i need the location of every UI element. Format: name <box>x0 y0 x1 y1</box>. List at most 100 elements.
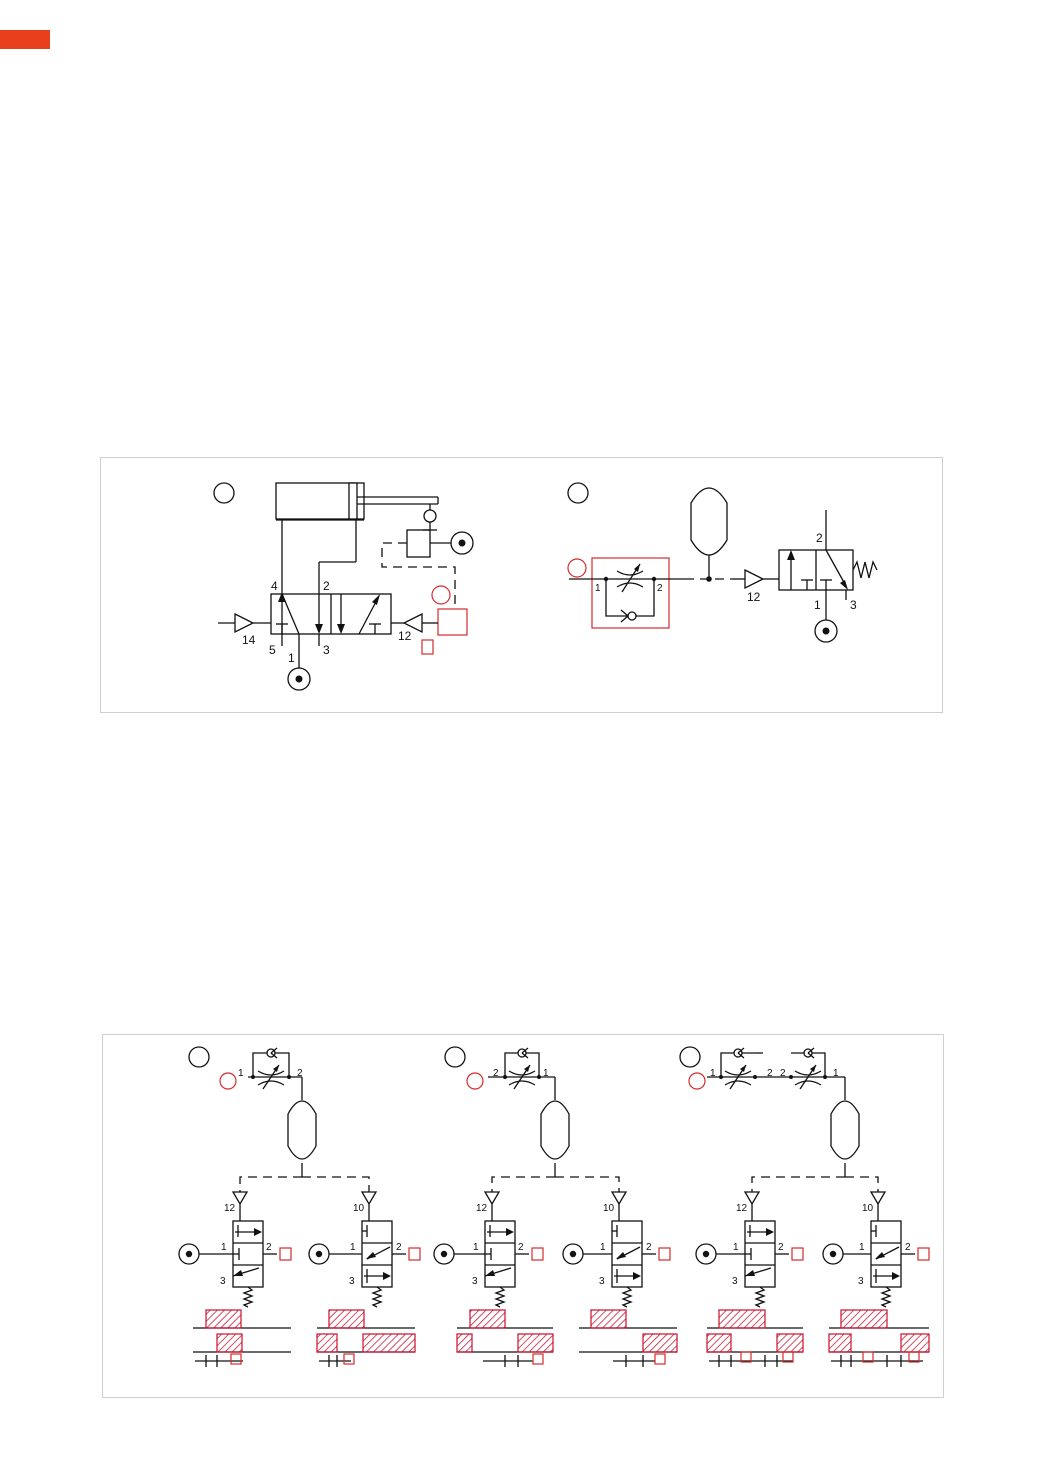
marker-square <box>791 1247 804 1261</box>
marker-circle <box>567 558 587 578</box>
port-label: 1 <box>543 1068 549 1079</box>
port-label: 1 <box>833 1068 839 1079</box>
port-label: 2 <box>646 1242 652 1253</box>
port-label: 5 <box>269 643 276 657</box>
port-label: 2 <box>816 531 823 545</box>
port-label: 2 <box>323 579 330 593</box>
marker-square <box>917 1247 930 1261</box>
valve-3-2 <box>484 1220 516 1308</box>
air-reservoir <box>690 487 728 582</box>
air-supply-icon <box>822 1243 844 1265</box>
circuit-marker-circle <box>213 482 235 504</box>
marker-circle <box>688 1072 706 1090</box>
port-label: 3 <box>850 598 857 612</box>
roller-lever-valve <box>406 504 451 558</box>
marker-square <box>408 1247 421 1261</box>
port-label: 2 <box>518 1242 524 1253</box>
marker-circle <box>466 1072 484 1090</box>
throttle-check-valve <box>605 563 655 623</box>
port-label: 3 <box>323 643 330 657</box>
port-label: 1 <box>814 598 821 612</box>
port-label: 3 <box>472 1276 478 1287</box>
marker-square <box>279 1247 292 1261</box>
timing-circuit-b: 2 1 12 10 1 2 3 1 2 3 <box>433 1046 678 1367</box>
diagram-panel-top: 4 2 14 5 1 3 12 1 2 12 <box>100 457 943 713</box>
circuit-marker-circle <box>679 1046 701 1068</box>
pneumatic-circuit-top: 4 2 14 5 1 3 12 1 2 12 <box>213 482 878 691</box>
air-supply-icon <box>814 619 838 643</box>
marker-circle <box>431 585 451 605</box>
marker-small-square <box>421 639 434 655</box>
circuit-marker-circle <box>188 1046 210 1068</box>
marker-square <box>658 1247 671 1261</box>
air-reservoir <box>830 1100 860 1160</box>
port-label: 12 <box>747 590 761 604</box>
port-label: 12 <box>476 1203 488 1214</box>
air-supply-icon <box>287 667 311 691</box>
port-label: 2 <box>767 1068 773 1079</box>
pilot-triangle <box>234 612 255 634</box>
port-label: 1 <box>238 1068 244 1079</box>
port-label: 2 <box>266 1242 272 1253</box>
valve-3-2 <box>870 1220 902 1308</box>
port-label: 1 <box>288 651 295 665</box>
circuit-marker-circle <box>567 482 589 504</box>
port-label: 3 <box>220 1276 226 1287</box>
marker-square-throttle <box>591 557 670 629</box>
port-label: 1 <box>473 1242 479 1253</box>
port-label: 3 <box>858 1276 864 1287</box>
marker-square <box>531 1247 544 1261</box>
port-label: 1 <box>221 1242 227 1253</box>
port-label: 1 <box>710 1068 716 1079</box>
air-supply-icon <box>450 531 474 555</box>
port-label: 12 <box>398 629 412 643</box>
timing-graph <box>456 1309 554 1367</box>
port-label: 10 <box>603 1203 615 1214</box>
valve-5-2 <box>270 592 392 635</box>
valve-3-2 <box>778 549 878 591</box>
air-supply-icon <box>695 1243 717 1265</box>
timing-graph <box>193 1309 291 1367</box>
marker-square <box>437 608 468 636</box>
air-reservoir <box>287 1100 317 1160</box>
timing-graph <box>316 1309 416 1367</box>
circuit-marker-circle <box>444 1046 466 1068</box>
air-supply-icon <box>178 1243 200 1265</box>
accent-bar <box>0 30 50 49</box>
port-label: 1 <box>859 1242 865 1253</box>
port-label: 10 <box>862 1203 874 1214</box>
timing-circuit-a: 1 2 12 10 1 2 3 1 2 3 <box>178 1046 421 1367</box>
timing-circuit-c: 1 2 2 1 12 10 1 2 3 1 2 3 <box>679 1046 930 1367</box>
valve-3-2 <box>361 1220 393 1308</box>
port-label: 2 <box>778 1242 784 1253</box>
marker-circle <box>219 1072 237 1090</box>
double-acting-cylinder <box>275 482 439 521</box>
pilot-line <box>381 542 456 609</box>
port-label: 12 <box>736 1203 748 1214</box>
air-supply-icon <box>433 1243 455 1265</box>
port-label: 2 <box>905 1242 911 1253</box>
port-label: 10 <box>353 1203 365 1214</box>
port-label: 3 <box>349 1276 355 1287</box>
diagram-panel-bottom: 1 2 12 10 1 2 3 1 2 3 <box>102 1034 944 1398</box>
valve-3-2 <box>232 1220 264 1308</box>
port-label: 3 <box>732 1276 738 1287</box>
port-label: 4 <box>271 579 278 593</box>
port-label: 1 <box>600 1242 606 1253</box>
timing-graph <box>579 1309 678 1367</box>
port-label: 2 <box>396 1242 402 1253</box>
port-label: 14 <box>242 633 256 647</box>
port-label: 2 <box>780 1068 786 1079</box>
port-label: 1 <box>595 583 601 594</box>
timing-circuits-bottom: 1 2 12 10 1 2 3 1 2 3 <box>178 1046 930 1367</box>
port-label: 12 <box>224 1203 236 1214</box>
port-label: 1 <box>350 1242 356 1253</box>
valve-3-2 <box>744 1220 776 1308</box>
port-label: 2 <box>493 1068 499 1079</box>
air-supply-icon <box>562 1243 584 1265</box>
air-reservoir <box>540 1100 570 1160</box>
pilot-triangle <box>744 568 765 590</box>
port-label: 2 <box>657 583 663 594</box>
port-label: 1 <box>733 1242 739 1253</box>
air-supply-icon <box>308 1243 330 1265</box>
